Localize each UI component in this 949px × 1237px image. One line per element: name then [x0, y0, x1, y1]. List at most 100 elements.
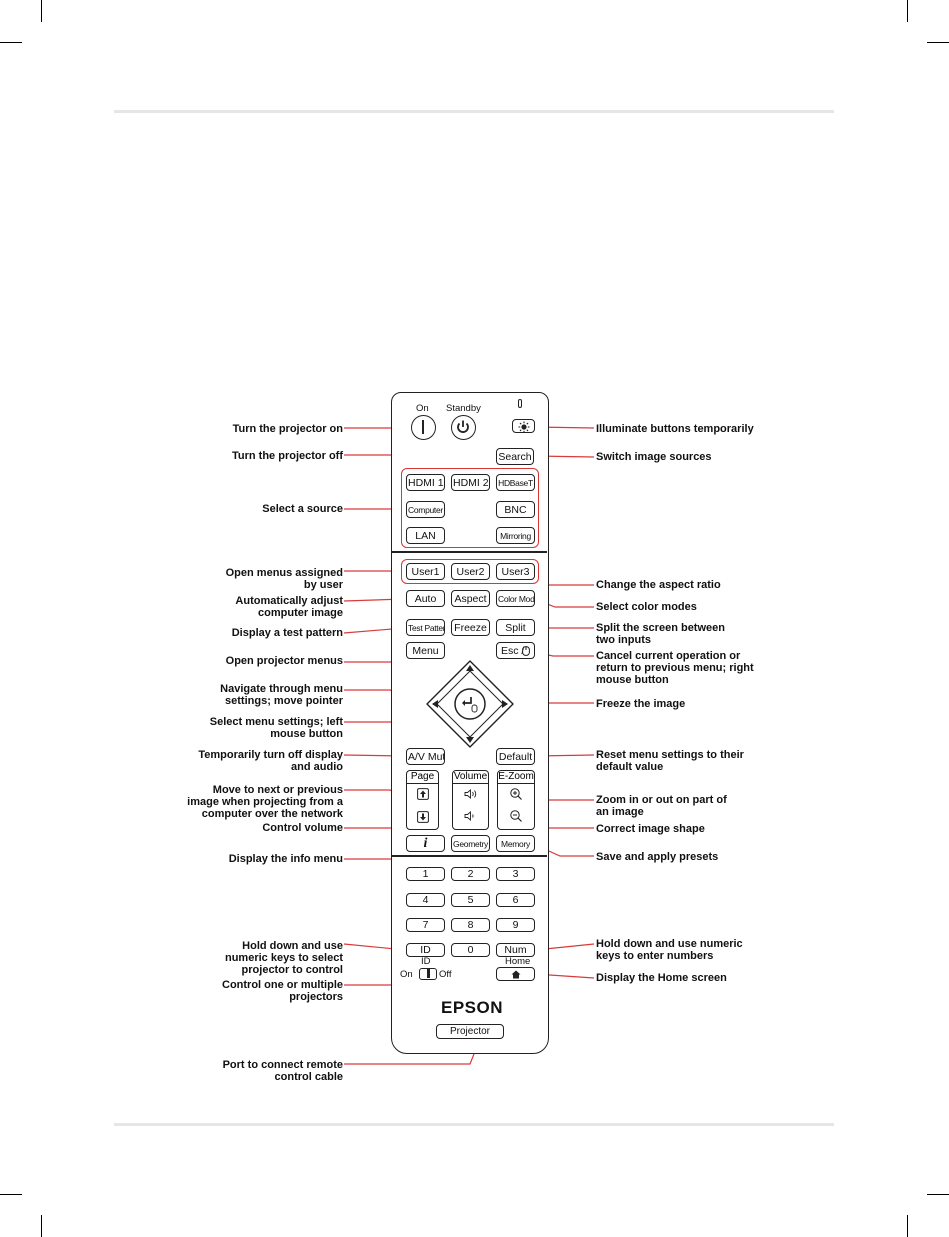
footer-rule	[114, 1123, 834, 1126]
id-switch-knob	[427, 969, 430, 978]
navigation-pad[interactable]	[423, 657, 517, 751]
hdmi2-button[interactable]: HDMI 2	[451, 474, 490, 491]
freeze-button[interactable]: Freeze	[451, 619, 490, 636]
number-6-button[interactable]: 6	[496, 893, 535, 907]
callout-info: Display the info menu	[228, 853, 343, 865]
callout-home: Display the Home screen	[596, 972, 727, 984]
crop-mark	[907, 0, 908, 22]
callout-id-switch: Control one or multiple projectors	[222, 979, 343, 1003]
number-5-button[interactable]: 5	[451, 893, 490, 907]
crop-mark	[41, 1215, 42, 1237]
search-button[interactable]: Search	[496, 448, 534, 465]
callout-page: Move to next or previous image when proj…	[187, 784, 343, 820]
arrow-up-icon	[466, 665, 474, 671]
callout-memory: Save and apply presets	[596, 851, 719, 863]
menu-button[interactable]: Menu	[406, 642, 445, 659]
callout-test-pattern: Display a test pattern	[231, 627, 343, 639]
callout-open-menus: Open projector menus	[225, 655, 343, 667]
remote-divider	[392, 855, 547, 857]
color-mode-button[interactable]: Color Mode	[496, 590, 535, 607]
volume-down-icon[interactable]	[464, 811, 478, 821]
crop-mark	[927, 1194, 949, 1195]
bnc-button[interactable]: BNC	[496, 501, 535, 518]
callout-num: Hold down and use numeric keys to enter …	[596, 938, 743, 962]
hdmi1-button[interactable]: HDMI 1	[406, 474, 445, 491]
id-switch-label: ID	[421, 956, 431, 967]
callout-user-menus: Open menus assigned by user	[225, 567, 343, 591]
user-group-outline	[401, 559, 539, 584]
page-up-icon[interactable]	[416, 788, 429, 800]
num-button[interactable]: Num	[496, 943, 535, 957]
page-button-group[interactable]: Page	[406, 770, 439, 830]
callout-select-source: Select a source	[262, 503, 343, 515]
number-8-button[interactable]: 8	[451, 918, 490, 932]
page-down-icon[interactable]	[416, 811, 429, 823]
user2-button[interactable]: User2	[451, 563, 490, 580]
zoom-in-icon[interactable]	[509, 787, 523, 801]
number-7-button[interactable]: 7	[406, 918, 445, 932]
illumination-button[interactable]	[512, 419, 535, 433]
number-1-button[interactable]: 1	[406, 867, 445, 881]
mirroring-button[interactable]: Mirroring	[496, 527, 535, 544]
mouse-icon	[522, 646, 530, 656]
default-button[interactable]: Default	[496, 748, 535, 765]
power-icon	[457, 420, 469, 433]
number-4-button[interactable]: 4	[406, 893, 445, 907]
hdbaset-button[interactable]: HDBaseT	[496, 474, 535, 491]
volume-button-group[interactable]: Volume	[452, 770, 489, 830]
callout-volume: Control volume	[262, 822, 343, 834]
light-icon	[518, 421, 529, 432]
callout-turn-on: Turn the projector on	[232, 423, 343, 435]
number-2-button[interactable]: 2	[451, 867, 490, 881]
callout-esc: Cancel current operation or return to pr…	[596, 650, 754, 686]
crop-mark	[0, 1194, 22, 1195]
user1-button[interactable]: User1	[406, 563, 445, 580]
memory-button[interactable]: Memory	[496, 835, 535, 852]
projector-button[interactable]: Projector	[436, 1024, 504, 1039]
info-button[interactable]: i	[406, 835, 445, 852]
callout-split: Split the screen between two inputs	[596, 622, 725, 646]
home-button[interactable]	[496, 967, 535, 981]
crop-mark	[0, 42, 22, 43]
auto-button[interactable]: Auto	[406, 590, 445, 607]
power-on-icon	[422, 420, 424, 434]
number-9-button[interactable]: 9	[496, 918, 535, 932]
callout-geometry: Correct image shape	[596, 823, 705, 835]
id-button[interactable]: ID	[406, 943, 445, 957]
arrow-left-icon	[432, 700, 438, 708]
enter-button	[454, 688, 486, 720]
callout-ezoom: Zoom in or out on part of an image	[596, 794, 727, 818]
esc-button[interactable]: Esc /	[496, 642, 535, 659]
page-label: Page	[407, 771, 438, 784]
computer-button[interactable]: Computer	[406, 501, 445, 518]
volume-label: Volume	[453, 771, 488, 784]
home-icon	[511, 970, 520, 978]
callout-id: Hold down and use numeric keys to select…	[224, 940, 343, 976]
standby-button[interactable]	[451, 415, 476, 440]
ezoom-button-group[interactable]: E-Zoom	[497, 770, 535, 830]
volume-up-icon[interactable]	[464, 789, 478, 799]
callout-switch-sources: Switch image sources	[596, 451, 712, 463]
callout-illuminate: Illuminate buttons temporarily	[596, 423, 754, 435]
user3-button[interactable]: User3	[496, 563, 535, 580]
av-mute-button[interactable]: A/V Mute	[406, 748, 445, 765]
lan-button[interactable]: LAN	[406, 527, 445, 544]
number-3-button[interactable]: 3	[496, 867, 535, 881]
crop-mark	[907, 1215, 908, 1237]
crop-mark	[927, 42, 949, 43]
number-0-button[interactable]: 0	[451, 943, 490, 957]
id-switch[interactable]	[419, 968, 437, 980]
on-label: On	[416, 403, 429, 414]
leader-line	[344, 1053, 475, 1065]
zoom-out-icon[interactable]	[509, 809, 523, 823]
geometry-button[interactable]: Geometry	[451, 835, 490, 852]
on-button[interactable]	[411, 415, 436, 440]
callout-av-mute: Temporarily turn off display and audio	[198, 749, 343, 773]
ezoom-label: E-Zoom	[498, 771, 534, 784]
esc-label: Esc /	[501, 645, 525, 657]
split-button[interactable]: Split	[496, 619, 535, 636]
test-pattern-button[interactable]: Test Pattern	[406, 619, 445, 636]
aspect-button[interactable]: Aspect	[451, 590, 490, 607]
header-rule	[114, 110, 834, 113]
callout-freeze: Freeze the image	[596, 698, 686, 710]
